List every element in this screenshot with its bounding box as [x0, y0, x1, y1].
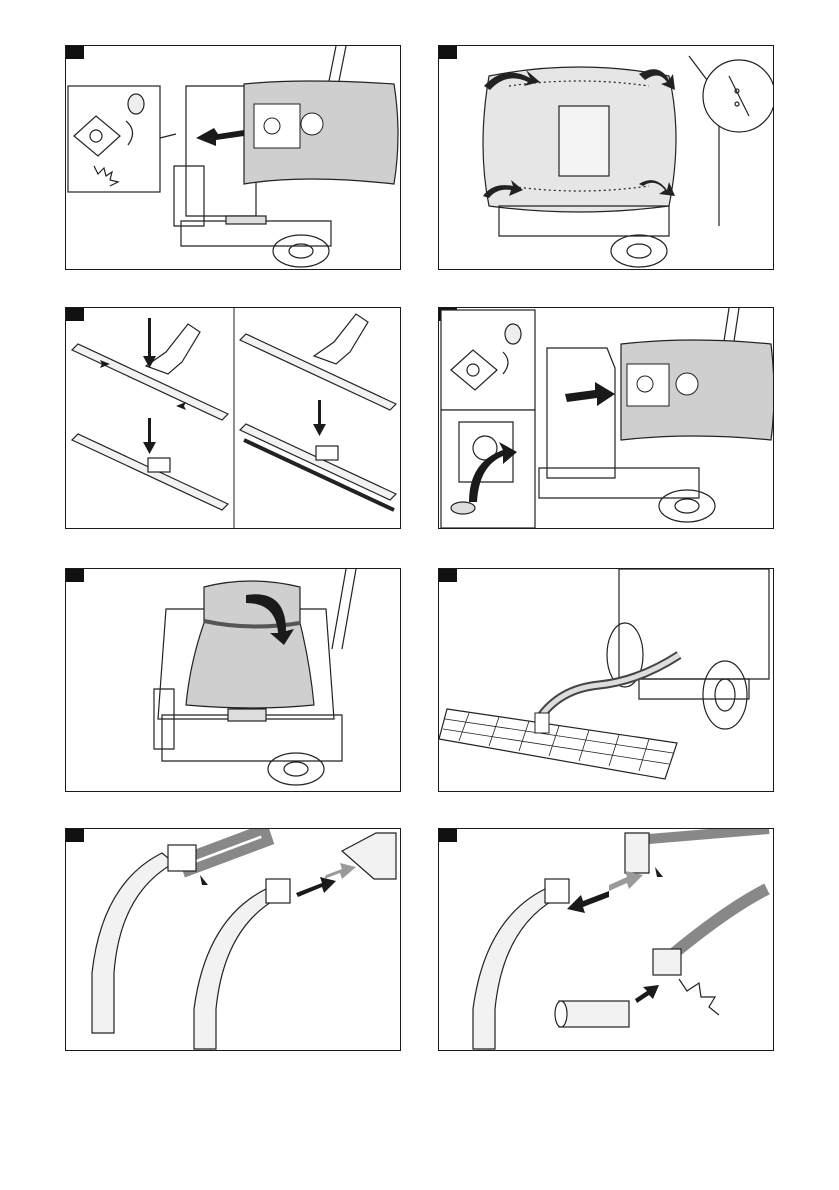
floor-nozzle-strip-change-illustration [66, 308, 401, 529]
vacuum-cover-attach-illustration [439, 46, 774, 270]
illustration-panel-4 [438, 307, 774, 529]
illustration-panel-8 [438, 828, 774, 1051]
hose-handle-detach-illustration [66, 829, 401, 1051]
vacuum-filter-bag-removal-illustration [66, 46, 401, 270]
vacuum-filter-bag-insert-illustration [439, 308, 774, 529]
illustration-panel-6 [438, 568, 774, 792]
hose-adapter-attach-illustration [439, 829, 774, 1051]
vacuum-grid-floor-illustration [439, 569, 774, 792]
illustration-panel-1 [65, 45, 401, 270]
vacuum-bag-fold-illustration [66, 569, 401, 792]
illustration-panel-5 [65, 568, 401, 792]
illustration-panel-3 [65, 307, 401, 529]
illustration-panel-7 [65, 828, 401, 1051]
illustration-panel-2 [438, 45, 774, 270]
